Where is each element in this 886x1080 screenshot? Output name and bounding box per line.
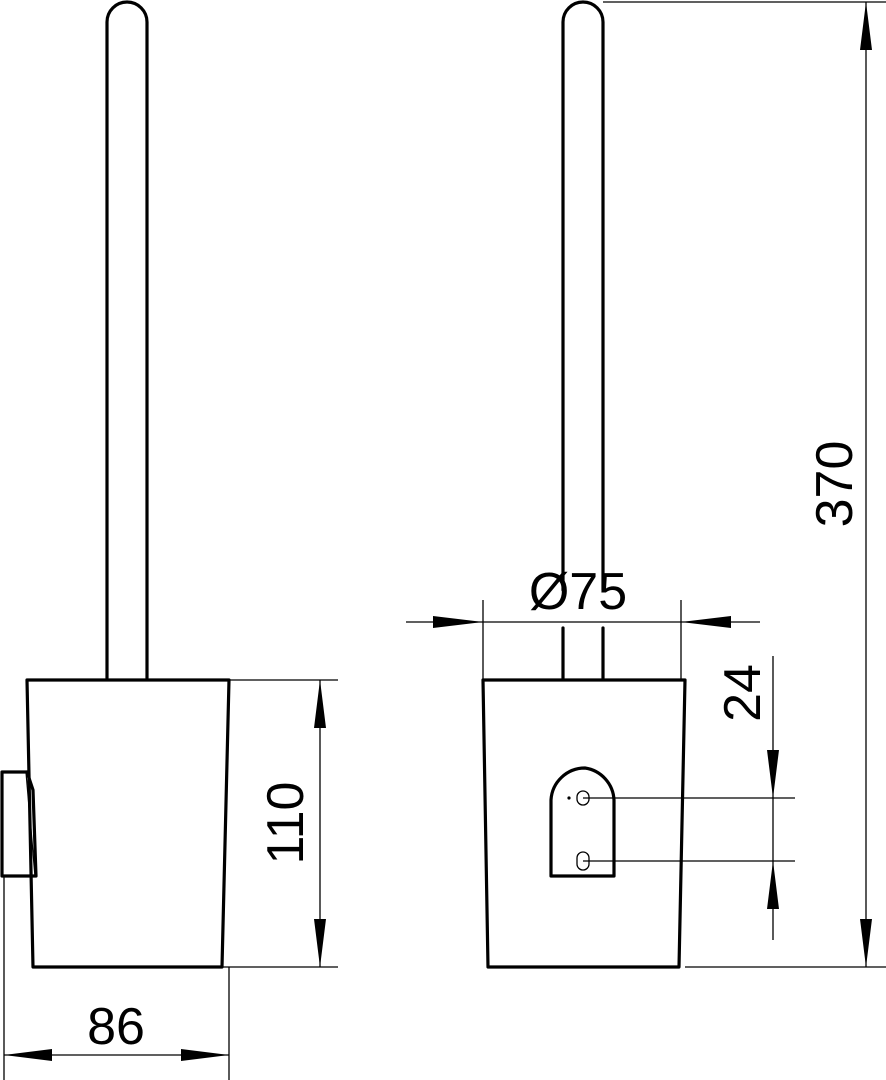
side-bracket-edge (25, 771, 36, 877)
total-height-label: 370 (806, 441, 864, 528)
side-view: 86 110 (0, 0, 338, 1080)
width-label: 86 (87, 998, 145, 1056)
upper-hole-mark (567, 796, 571, 800)
width-arrow-right (181, 1049, 229, 1061)
total-arrow-top (860, 2, 872, 50)
front-view: Ø75 24 370 (406, 0, 886, 969)
diameter-arrow-left (433, 616, 483, 628)
spacing-arrow-bottom (767, 861, 779, 909)
diameter-arrow-right (681, 616, 731, 628)
side-wall-bracket (0, 770, 38, 878)
side-handle (105, 0, 149, 680)
front-holder-body (481, 678, 687, 969)
front-handle-top (561, 0, 605, 592)
width-arrow-left (4, 1049, 52, 1061)
diameter-label: Ø75 (529, 563, 627, 621)
side-holder-body (25, 678, 231, 969)
spacing-arrow-top (767, 750, 779, 798)
holder-height-label: 110 (257, 782, 315, 865)
height-arrow-top (314, 680, 326, 728)
front-wall-plate (549, 766, 616, 878)
hole-spacing-label: 24 (714, 664, 772, 722)
height-arrow-bottom (314, 919, 326, 967)
total-arrow-bottom (860, 919, 872, 967)
